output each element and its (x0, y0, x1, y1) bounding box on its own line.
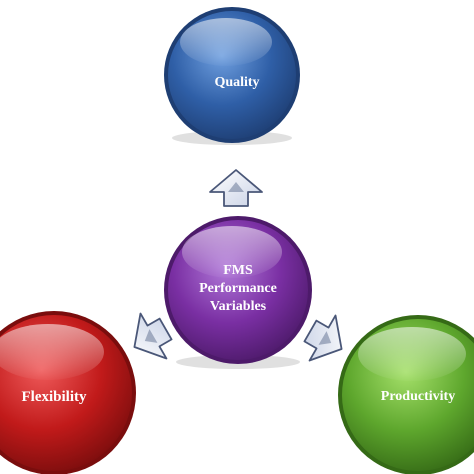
productivity-label: Productivity (381, 389, 455, 404)
center-label-line-2: Performance (199, 281, 277, 296)
center-label-line-1: FMS (223, 263, 253, 278)
productivity-node: Productivity (338, 315, 474, 474)
flexibility-label: Flexibility (22, 389, 87, 405)
center-node: FMS Performance Variables (164, 216, 312, 364)
arrow-up-to-quality (209, 169, 263, 207)
flexibility-node: Flexibility (0, 311, 136, 474)
center-gloss (182, 226, 282, 278)
productivity-gloss (358, 327, 466, 381)
flexibility-gloss (0, 324, 104, 380)
quality-gloss (180, 18, 272, 66)
arrow-to-productivity (303, 314, 343, 362)
arrow-up-inner (228, 182, 244, 192)
arrow-to-flexibility (133, 312, 173, 360)
arrow-right-inner (318, 331, 332, 345)
quality-label: Quality (214, 75, 259, 90)
arrow-left-inner (144, 329, 158, 343)
quality-node: Quality (164, 7, 300, 143)
center-label-line-3: Variables (210, 299, 267, 314)
